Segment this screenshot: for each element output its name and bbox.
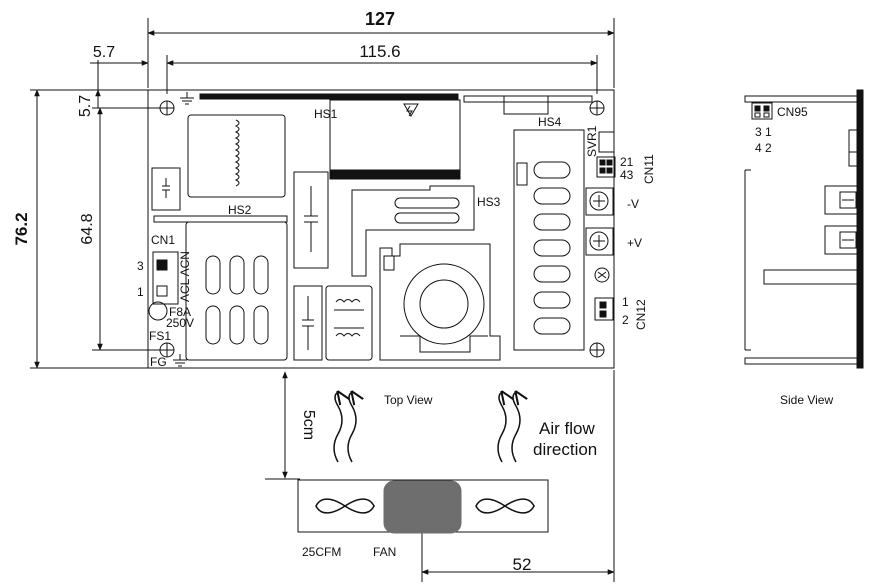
dim-top-offset: 5.7 bbox=[77, 95, 94, 117]
label-fg: FG bbox=[150, 355, 167, 369]
label-neg-v: -V bbox=[627, 197, 639, 211]
fan-cfm-label: 25CFM bbox=[302, 545, 341, 559]
label-cn11-pins-bottom: 43 bbox=[620, 168, 634, 182]
label-hs2: HS2 bbox=[228, 203, 252, 217]
fan-blade-icon bbox=[315, 498, 375, 514]
label-cn11-pins-top: 21 bbox=[620, 155, 634, 169]
label-cn1: CN1 bbox=[151, 233, 175, 247]
label-cn1-pin1: 1 bbox=[137, 285, 144, 299]
label-cn95: CN95 bbox=[777, 105, 808, 119]
mounting-hole-br bbox=[589, 342, 605, 358]
dim-overall-width: 127 bbox=[365, 9, 395, 29]
top-view-label: Top View bbox=[384, 393, 433, 407]
mounting-hole-bl bbox=[159, 342, 175, 358]
mounting-hole-tl bbox=[159, 100, 175, 116]
dimension-lines bbox=[30, 18, 615, 582]
label-cn11: CN11 bbox=[642, 154, 656, 184]
label-cn12-pin1: 1 bbox=[622, 295, 629, 309]
dim-overall-height: 76.2 bbox=[12, 212, 31, 245]
ground-icon bbox=[180, 92, 194, 105]
side-view-label: Side View bbox=[780, 393, 833, 407]
label-cn12: CN12 bbox=[634, 299, 648, 330]
label-fuse-voltage: 250V bbox=[166, 316, 194, 330]
airflow-label-line1: Air flow bbox=[539, 419, 595, 438]
airflow-arrows bbox=[333, 392, 520, 463]
mounting-hole-tr bbox=[589, 100, 605, 116]
label-pos-v: +V bbox=[627, 236, 642, 250]
label-acl-acn: ACL ACN bbox=[178, 251, 192, 302]
label-svr1: SVR1 bbox=[585, 125, 599, 157]
label-cn1-pin3: 3 bbox=[137, 259, 144, 273]
ground-icon bbox=[173, 354, 187, 367]
label-cn95-pins-bottom: 4 2 bbox=[755, 141, 772, 155]
dim-mount-width: 115.6 bbox=[359, 42, 400, 61]
label-cn95-pins-top: 3 1 bbox=[755, 125, 772, 139]
dim-fan-offset: 52 bbox=[513, 555, 532, 574]
label-hs3: HS3 bbox=[477, 195, 501, 209]
label-fs1: FS1 bbox=[149, 329, 171, 343]
label-hs1: HS1 bbox=[314, 107, 338, 121]
top-view-board bbox=[147, 89, 616, 369]
side-view bbox=[744, 89, 864, 369]
dim-left-offset: 5.7 bbox=[93, 44, 115, 61]
airflow-label-line2: direction bbox=[533, 440, 597, 459]
fan-name-label: FAN bbox=[373, 545, 396, 559]
label-hs4: HS4 bbox=[538, 115, 562, 129]
label-cn12-pin2: 2 bbox=[622, 313, 629, 327]
dim-fan-distance: 5cm bbox=[300, 410, 317, 440]
label-fuse-rating: F8A bbox=[169, 305, 191, 319]
fan-unit bbox=[297, 479, 549, 534]
fan-blade-icon bbox=[475, 498, 535, 514]
dim-mount-height: 64.8 bbox=[79, 213, 96, 244]
